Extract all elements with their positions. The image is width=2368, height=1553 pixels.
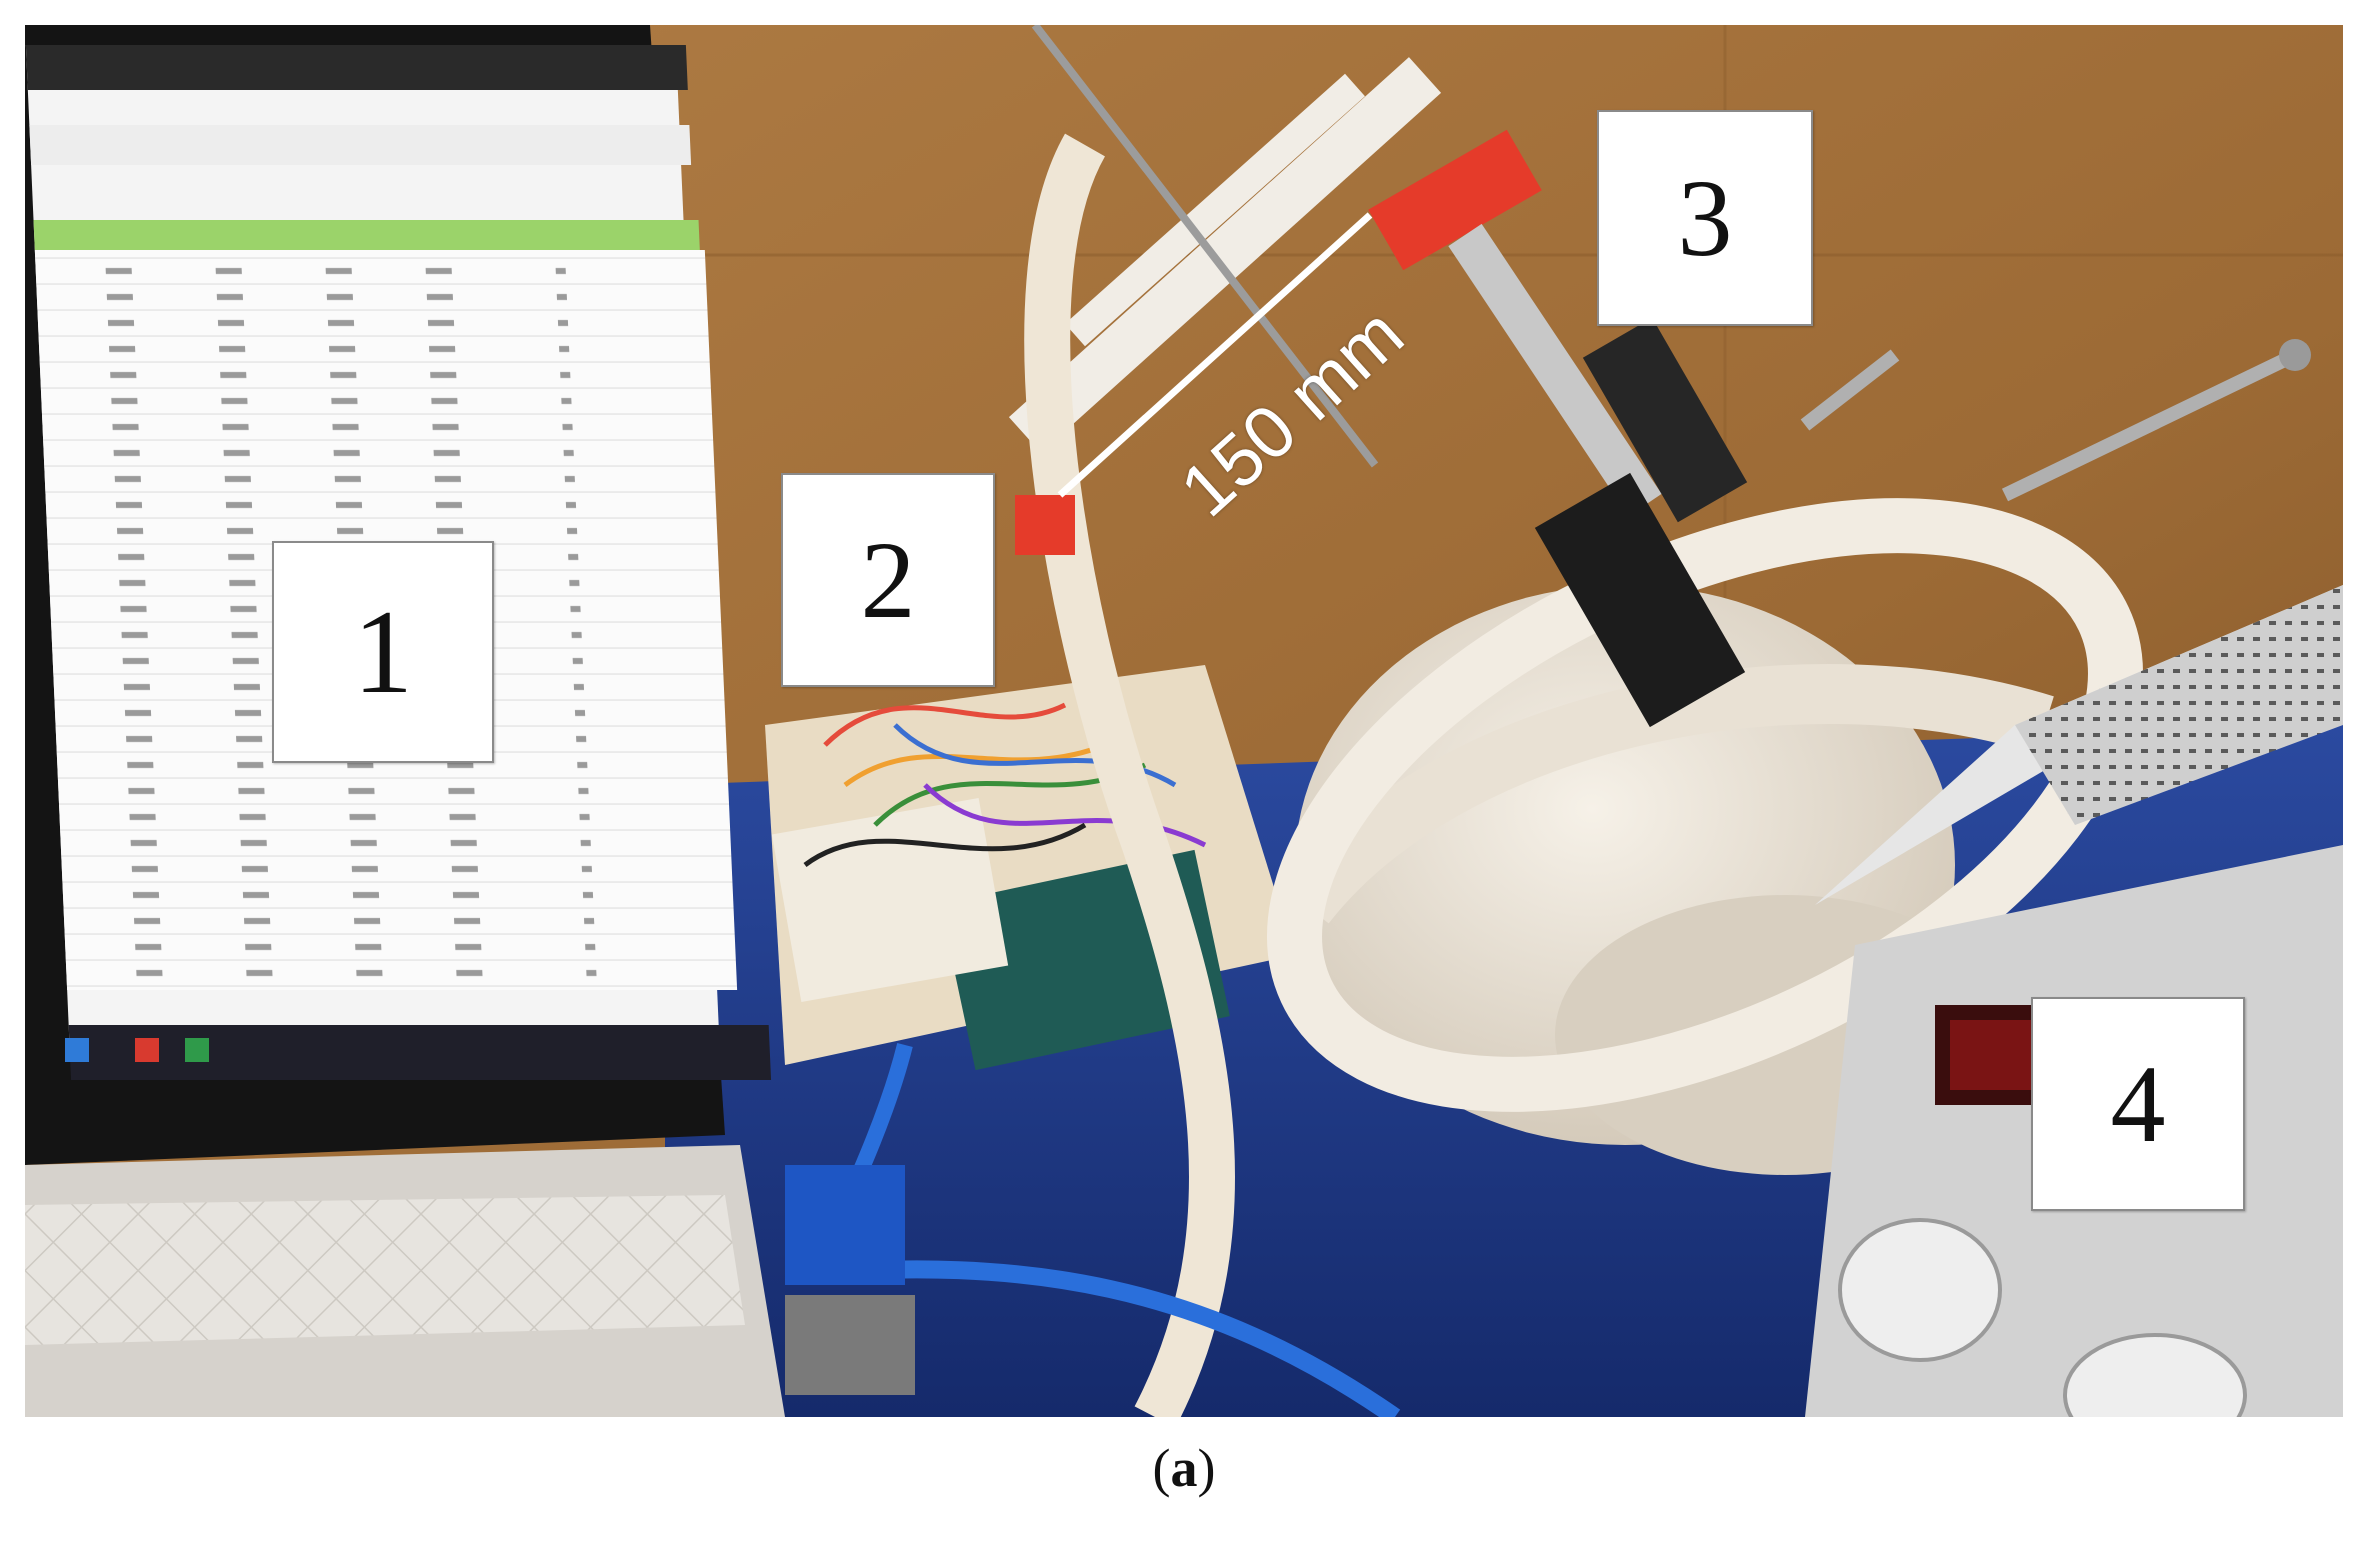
dimension-line [1057, 212, 1373, 498]
robot-frame [1008, 25, 1748, 1417]
figure-caption: (a) [0, 1437, 2368, 1499]
label-2: 2 [781, 473, 995, 687]
label-4: 4 [2031, 997, 2245, 1211]
usb-cables [785, 1043, 1401, 1417]
caption-close-paren: ) [1197, 1438, 1216, 1498]
label-3: 3 [1597, 110, 1813, 326]
caption-open-paren: ( [1152, 1438, 1171, 1498]
label-1: 1 [272, 541, 494, 763]
caption-letter: a [1170, 1438, 1198, 1498]
